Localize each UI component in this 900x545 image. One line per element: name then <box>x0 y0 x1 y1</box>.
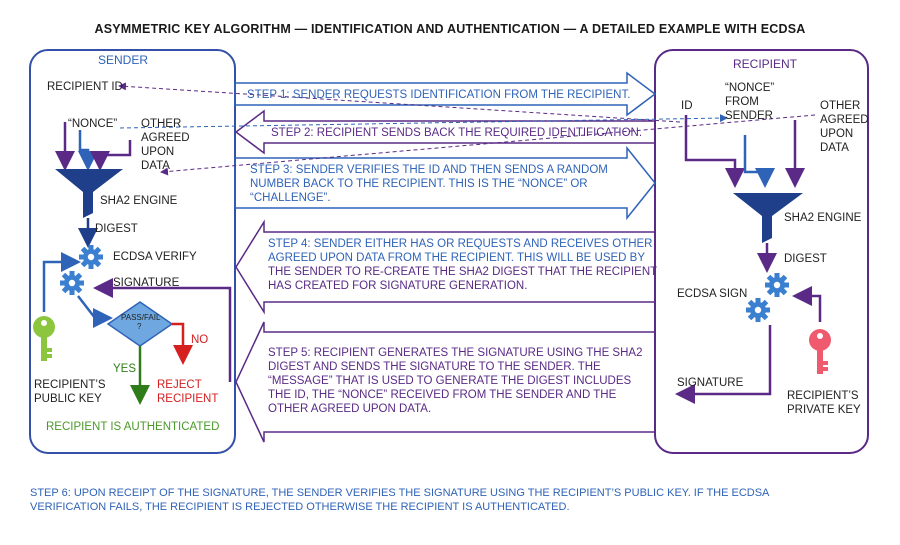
dashed-nonce-to-recipient <box>119 114 728 129</box>
sender-public-key-label-2: PUBLIC KEY <box>34 393 102 405</box>
decision-label-2: ? <box>137 322 142 331</box>
sender-recipient-id-label: RECIPIENT ID <box>47 81 123 93</box>
recipient-signature-label: SIGNATURE <box>677 377 744 389</box>
sender-input-nonce <box>78 130 98 171</box>
recipient-other-label-3: UPON <box>820 128 854 140</box>
sender-public-key-label-1: RECIPIENT’S <box>34 379 106 391</box>
step1-text: STEP 1: SENDER REQUESTS IDENTIFICATION F… <box>247 89 631 101</box>
step4-text-4: HAS CREATED FOR SIGNATURE GENERATION. <box>268 280 528 292</box>
recipient-header: RECIPIENT <box>733 57 798 71</box>
step5-text-5: OTHER AGREED UPON DATA. <box>268 403 432 415</box>
step4-text-3: THE SENDER TO RE-CREATE THE SHA2 DIGEST … <box>268 266 658 278</box>
step3-text-1: STEP 3: SENDER VERIFIES THE ID AND THEN … <box>250 164 608 176</box>
recipient-private-key-label-1: RECIPIENT’S <box>787 390 859 402</box>
decision-no-arrow <box>172 322 193 365</box>
decision-no-label: NO <box>191 334 209 346</box>
sender-other-label-4: DATA <box>141 160 170 172</box>
sender-other-label-2: AGREED <box>141 132 190 144</box>
recipient-nonce-label-3: SENDER <box>725 110 773 122</box>
recipient-private-key-label-2: PRIVATE KEY <box>787 404 861 416</box>
decision-yes-label: YES <box>113 363 137 375</box>
sender-input-other <box>90 140 132 171</box>
verify-to-decision <box>77 295 113 328</box>
step5-text-3: “MESSAGE” THAT IS USED TO GENERATE THE D… <box>268 375 632 387</box>
dashed-id-to-recipient-id <box>118 82 681 123</box>
step4-text-1: STEP 4: SENDER EITHER HAS OR REQUESTS AN… <box>268 238 653 250</box>
recipient-sha2-engine-label: SHA2 ENGINE <box>784 212 862 224</box>
recipient-ecdsa-sign-label: ECDSA SIGN <box>677 288 748 300</box>
step5-text-1: STEP 5: RECIPIENT GENERATES THE SIGNATUR… <box>268 347 643 359</box>
gear-icon <box>746 298 770 322</box>
private-key-icon <box>809 329 831 374</box>
diagram-title: ASYMMETRIC KEY ALGORITHM — IDENTIFICATIO… <box>94 22 806 36</box>
private-key-to-sign <box>792 286 822 322</box>
recipient-nonce-label-2: FROM <box>725 96 759 108</box>
recipient-signature-out <box>675 325 772 404</box>
recipient-other-label-1: OTHER <box>820 100 861 112</box>
reject-recipient-label-1: REJECT <box>157 379 202 391</box>
step6-text-2: VERIFICATION FAILS, THE RECIPIENT IS REJ… <box>30 501 570 513</box>
recipient-id-label: ID <box>681 100 693 112</box>
sender-header: SENDER <box>98 53 149 67</box>
sender-nonce-label: “NONCE” <box>68 118 118 130</box>
recipient-other-label-2: AGREED <box>820 114 869 126</box>
step2-text: STEP 2: RECIPIENT SENDS BACK THE REQUIRE… <box>271 127 643 139</box>
sender-signature-label: SIGNATURE <box>113 277 180 289</box>
recipient-digest-label: DIGEST <box>784 253 827 265</box>
public-key-icon <box>33 316 55 361</box>
sender-sha2-engine-label: SHA2 ENGINE <box>100 195 178 207</box>
step5-arrow <box>235 321 656 443</box>
reject-recipient-label-2: RECIPIENT <box>157 393 219 405</box>
step5-text-2: DIGEST AND SENDS THE SIGNATURE TO THE SE… <box>268 361 601 373</box>
recipient-input-nonce <box>743 135 775 188</box>
sender-panel <box>29 49 236 454</box>
recipient-nonce-label-1: “NONCE” <box>725 82 775 94</box>
recipient-input-id <box>684 115 745 188</box>
dashed-other-data-to-sender <box>160 114 816 176</box>
gear-icon <box>60 271 84 295</box>
step5-text-4: THE ID, THE “NONCE” RECEIVED FROM THE SE… <box>268 389 617 401</box>
decision-label-1: PASS/FAIL <box>121 313 161 322</box>
gear-icon <box>765 273 789 297</box>
signature-to-sender-arrow <box>93 278 232 382</box>
step1-arrow <box>234 71 657 117</box>
sender-other-label-1: OTHER <box>141 118 182 130</box>
recipient-funnel-icon <box>733 193 803 243</box>
step3-text-3: “CHALLENGE”. <box>250 192 331 204</box>
gear-icon <box>79 245 103 269</box>
sender-other-label-3: UPON <box>141 146 175 158</box>
step3-text-2: NUMBER BACK TO THE RECIPIENT. THIS IS TH… <box>250 178 588 190</box>
recipient-authenticated-label: RECIPIENT IS AUTHENTICATED <box>46 421 220 433</box>
sender-funnel-icon <box>55 169 123 218</box>
public-key-to-verify <box>42 252 81 312</box>
recipient-other-label-4: DATA <box>820 142 849 154</box>
step4-arrow <box>235 219 656 315</box>
step6-text-1: STEP 6: UPON RECEIPT OF THE SIGNATURE, T… <box>30 487 770 499</box>
sender-ecdsa-verify-label: ECDSA VERIFY <box>113 251 197 263</box>
step2-arrow <box>234 109 656 155</box>
sender-digest-label: DIGEST <box>95 223 138 235</box>
step3-arrow <box>234 145 656 221</box>
step4-text-2: AGREED UPON DATA FROM THE RECIPIENT. THI… <box>268 252 646 264</box>
